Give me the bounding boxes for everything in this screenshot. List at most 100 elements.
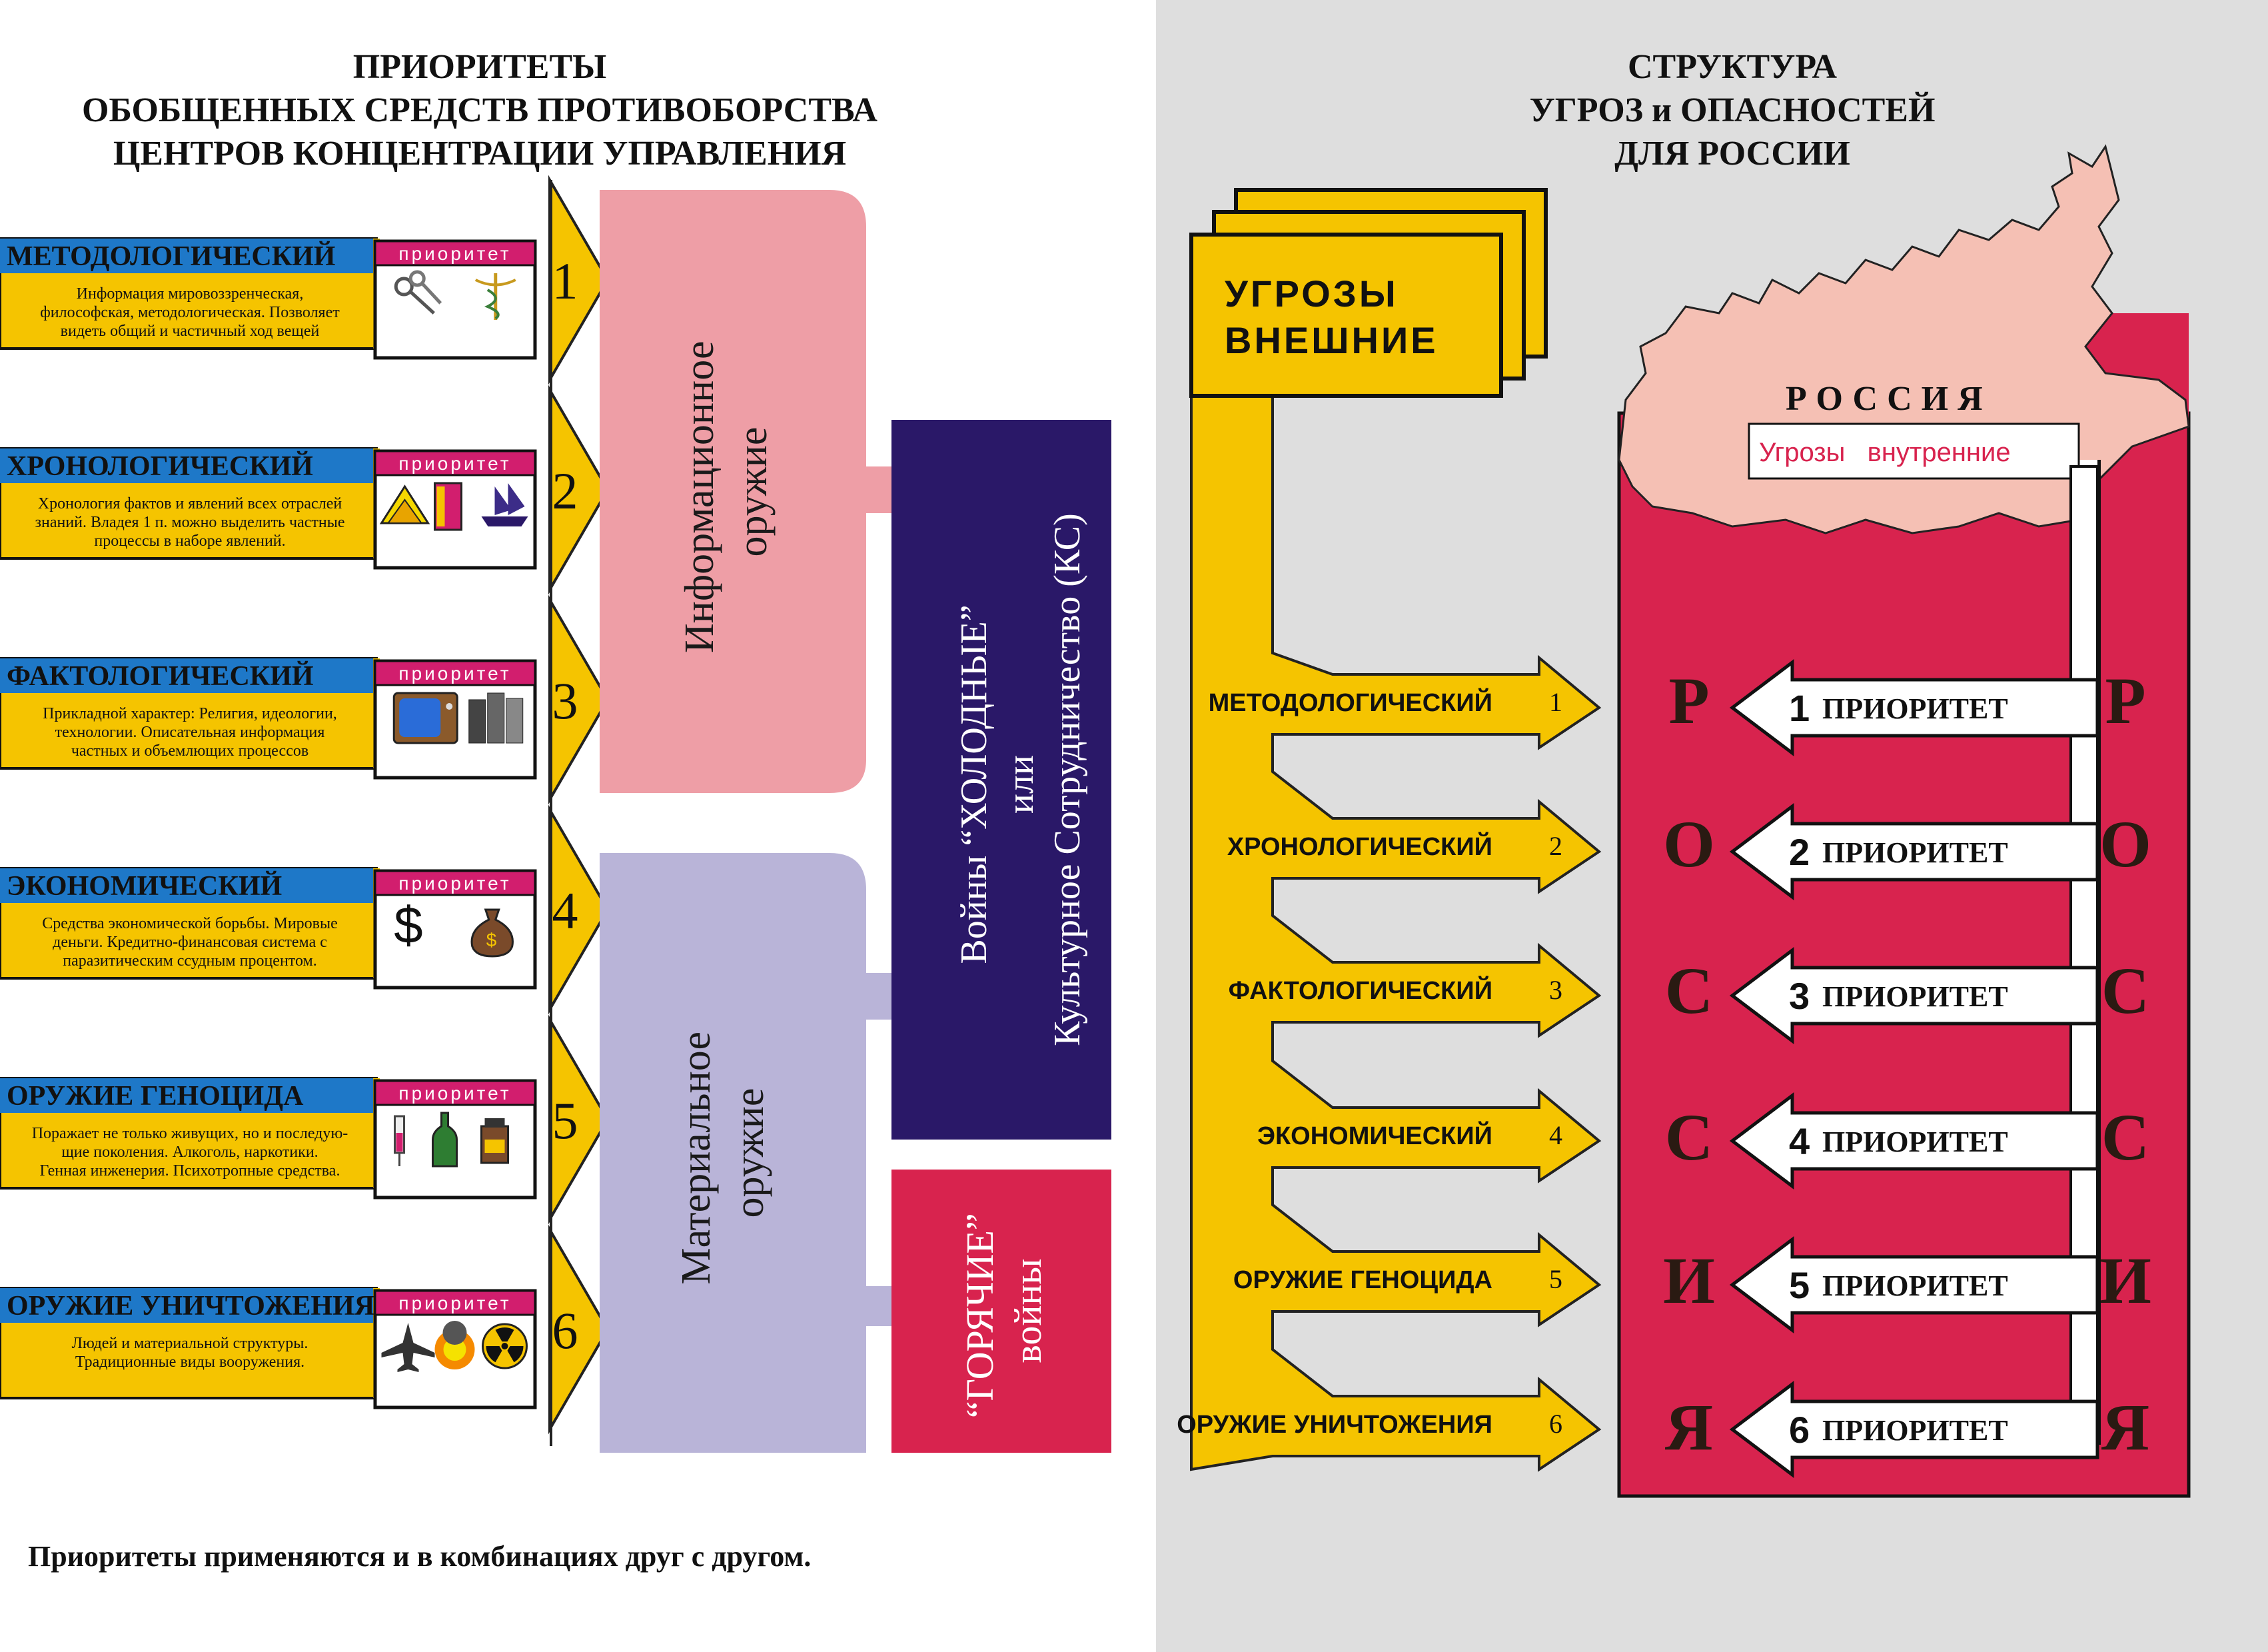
priority-arrow-shape xyxy=(1729,1236,2099,1334)
priority-arrow-label: ПРИОРИТЕТ xyxy=(1822,1414,2008,1447)
card-description-line: Хронология фактов и явлений всех отрасле… xyxy=(38,495,342,512)
dollar-sign-icon: $ xyxy=(394,896,422,954)
priority-card-1: МЕТОДОЛОГИЧЕСКИЙ Информация мировоззренче… xyxy=(0,237,578,360)
card-description-line: Традиционные виды вооружения. xyxy=(75,1353,304,1371)
priority-tag-label: приоритет xyxy=(398,663,511,684)
syringe-icon xyxy=(394,1115,405,1166)
external-threats-line-1: УГРОЗЫ xyxy=(1225,273,1399,315)
priority-arrow-number: 3 xyxy=(1789,975,1810,1017)
priority-arrow-chain xyxy=(548,175,610,1446)
card-description-line: деньги. Кредитно-финансовая система с xyxy=(53,934,327,951)
side-letter-left: И xyxy=(1663,1243,1715,1317)
threat-number: 6 xyxy=(1549,1409,1562,1439)
priority-arrow-label: ПРИОРИТЕТ xyxy=(1822,1269,2008,1302)
card-description-line: Информация мировоззренческая, xyxy=(77,285,304,303)
svg-text:$: $ xyxy=(486,930,497,950)
television-icon xyxy=(392,692,458,744)
pyramids-icon xyxy=(379,484,430,524)
hot-wars-label: “ГОРЯЧИЕ” войны xyxy=(958,1204,1049,1418)
left-title-line-2: ОБОБЩЕННЫХ СРЕДСТВ ПРОТИВОБОРСТВА xyxy=(82,91,877,129)
card-name: ХРОНОЛОГИЧЕСКИЙ xyxy=(7,451,313,482)
card-name: МЕТОДОЛОГИЧЕСКИЙ xyxy=(7,241,335,272)
right-title-line-2: УГРОЗ и ОПАСНОСТЕЙ xyxy=(1530,91,1936,129)
card-description-line: Людей и материальной структуры. xyxy=(72,1335,308,1352)
money-bag-icon: $ xyxy=(470,908,514,958)
left-title-line-3: ЦЕНТРОВ КОНЦЕНТРАЦИИ УПРАВЛЕНИЯ xyxy=(113,135,846,173)
card-description-line: щие поколения. Алкоголь, наркотики. xyxy=(61,1144,318,1161)
priority-tag xyxy=(374,870,536,896)
priority-number: 6 xyxy=(552,1301,578,1359)
side-letter-left: Р xyxy=(1668,664,1709,738)
priority-arrow-number: 6 xyxy=(1789,1409,1810,1451)
priority-tag-label: приоритет xyxy=(398,1083,511,1104)
card-header xyxy=(0,1078,376,1113)
priority-number: 1 xyxy=(552,252,578,310)
material-weapon-label: Материальное оружие xyxy=(674,1021,772,1284)
left-title-line-1: ПРИОРИТЕТЫ xyxy=(353,48,606,86)
hot-wars-line-2: войны xyxy=(1006,1258,1049,1363)
threat-number: 5 xyxy=(1549,1264,1562,1294)
card-description-line: знаний. Владея 1 п. можно выделить частн… xyxy=(35,514,345,531)
right-title: СТРУКТУРА УГРОЗ и ОПАСНОСТЕЙ ДЛЯ РОССИИ xyxy=(1530,48,1936,173)
cold-wars-line-3: Культурное Сотрудничество (КС) xyxy=(1047,513,1088,1046)
side-letter-right: И xyxy=(2099,1243,2151,1317)
fighter-jet-icon xyxy=(381,1323,435,1372)
card-description-line: Поражает не только живущих, но и последу… xyxy=(32,1125,348,1142)
external-threats-spine xyxy=(1190,395,1602,1472)
information-weapon-line-1: Информационное xyxy=(677,341,722,653)
card-name: ФАКТОЛОГИЧЕСКИЙ xyxy=(7,661,314,692)
side-letter-left: Я xyxy=(1665,1390,1713,1464)
priority-number: 3 xyxy=(552,672,578,730)
material-weapon-box: Материальное оружие xyxy=(600,853,946,1453)
priority-tag-label: приоритет xyxy=(398,453,511,474)
internal-priority-3: 3 ПРИОРИТЕТ xyxy=(1729,946,2099,1045)
side-letter-left: О xyxy=(1663,807,1715,881)
information-weapon-shape xyxy=(600,190,946,793)
priority-arrow-shape xyxy=(1729,658,2099,757)
priority-tag xyxy=(374,1080,536,1106)
hot-wars-box: “ГОРЯЧИЕ” войны xyxy=(891,1170,1111,1453)
internal-threats-box xyxy=(1748,422,2080,480)
right-title-line-3: ДЛЯ РОССИИ xyxy=(1614,135,1850,173)
priority-arrow-shape xyxy=(1729,1380,2099,1479)
side-letter-right: Я xyxy=(2101,1390,2149,1464)
history-book-icon xyxy=(434,482,462,531)
priority-arrow-label: ПРИОРИТЕТ xyxy=(1822,980,2008,1013)
threat-number: 4 xyxy=(1549,1120,1562,1150)
priority-arrow-number: 2 xyxy=(1789,831,1810,873)
cold-wars-line-1: Войны “ХОЛОДНЫЕ” xyxy=(953,604,995,964)
threat-label: ФАКТОЛОГИЧЕСКИЙ xyxy=(1229,975,1492,1005)
side-letter-right: О xyxy=(2099,807,2151,881)
card-header xyxy=(0,658,376,693)
cold-wars-line-2: или xyxy=(1000,755,1041,814)
priority-card-2: ХРОНОЛОГИЧЕСКИЙ Хронология фактов и явлен… xyxy=(0,447,578,570)
card-name: ЭКОНОМИЧЕСКИЙ xyxy=(7,871,282,902)
side-letter-right: С xyxy=(2101,1100,2149,1174)
threat-label: ХРОНОЛОГИЧЕСКИЙ xyxy=(1227,831,1492,861)
card-description-line: Средства экономической борьбы. Мировые xyxy=(42,915,338,932)
priority-arrow-label: ПРИОРИТЕТ xyxy=(1822,1126,2008,1158)
priority-arrow-label: ПРИОРИТЕТ xyxy=(1822,692,2008,725)
priority-arrow-number: 5 xyxy=(1789,1264,1810,1306)
keys-icon xyxy=(394,270,442,315)
priority-number: 2 xyxy=(552,462,578,520)
priority-cards: МЕТОДОЛОГИЧЕСКИЙ Информация мировоззренче… xyxy=(0,237,578,1409)
information-weapon-label: Информационное оружие xyxy=(677,331,776,653)
priority-tag xyxy=(374,660,536,686)
priority-tag-label: приоритет xyxy=(398,1293,511,1313)
arrow-chain-edge xyxy=(550,180,552,1446)
threat-label: ОРУЖИЕ УНИЧТОЖЕНИЯ xyxy=(1177,1411,1492,1439)
priority-tag xyxy=(374,450,536,476)
priority-arrow-shape xyxy=(1729,1092,2099,1190)
material-weapon-line-2: оружие xyxy=(727,1088,772,1218)
threat-number: 1 xyxy=(1549,687,1562,717)
